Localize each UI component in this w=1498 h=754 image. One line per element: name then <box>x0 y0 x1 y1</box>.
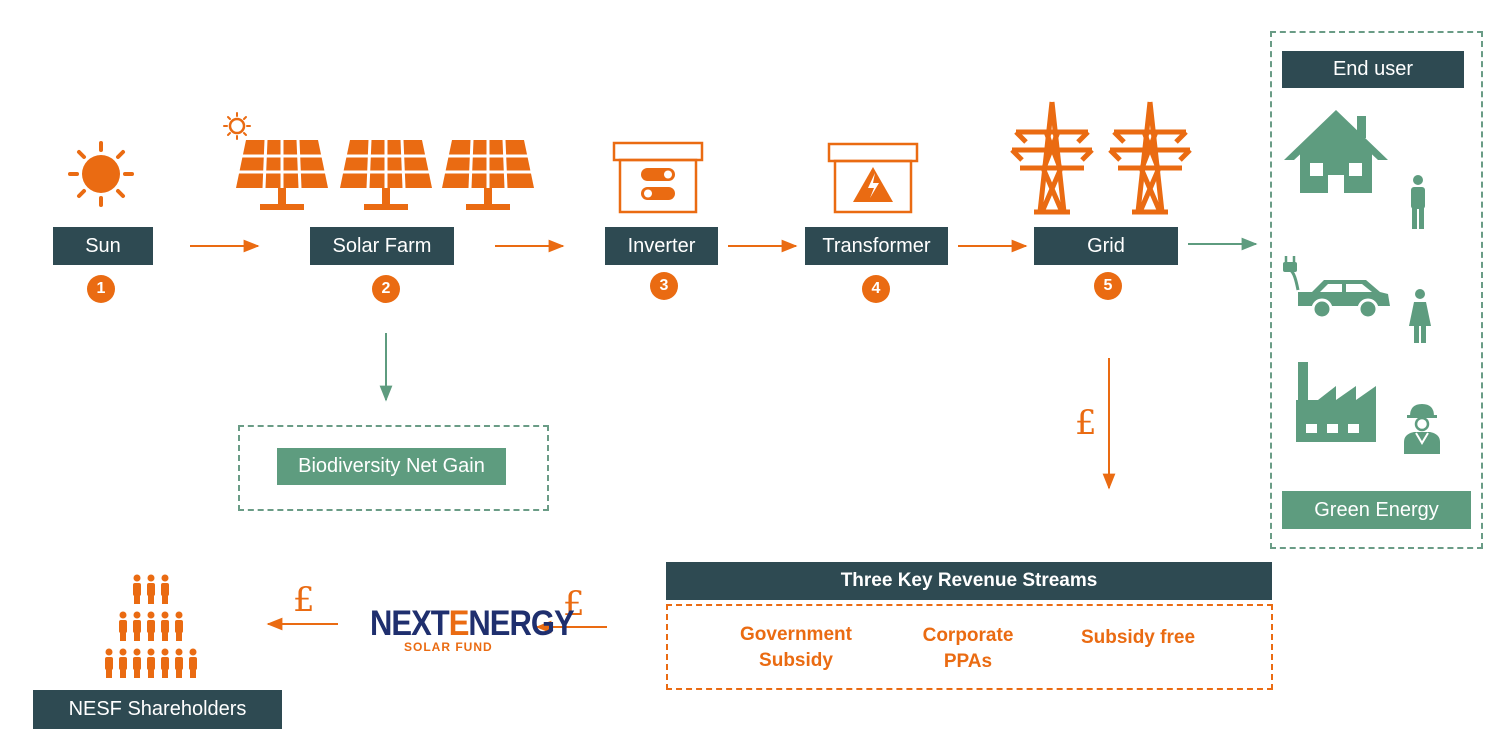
sun-label: Sun <box>53 227 153 265</box>
worker-icon <box>1404 404 1440 454</box>
pound-symbol-fund: £ <box>293 580 315 620</box>
woman-icon <box>1409 289 1431 343</box>
logo-text-e: E <box>448 602 470 643</box>
electric-car-icon <box>1283 256 1390 320</box>
pound-symbol-grid: £ <box>1075 403 1097 443</box>
revenue-stream-subsidy-free: Subsidy free <box>1056 625 1220 651</box>
biodiversity-frame <box>238 425 549 511</box>
logo-tagline: SOLAR FUND <box>404 640 493 654</box>
end-user-title: End user <box>1282 51 1464 88</box>
revenue-stream-line: Subsidy free <box>1080 627 1196 648</box>
green-energy-label: Green Energy <box>1282 491 1471 529</box>
end-user-frame <box>1270 31 1483 549</box>
shareholders-label: NESF Shareholders <box>33 690 282 729</box>
step-number-4: 4 <box>862 275 890 303</box>
pound-symbol-revenue: £ <box>563 584 585 624</box>
revenue-stream-line: Corporate <box>922 625 1014 646</box>
pylon-icon <box>1012 102 1190 212</box>
solar-panel-icon <box>234 138 536 212</box>
inverter-icon <box>612 141 704 214</box>
solar-farm-label: Solar Farm <box>310 227 454 265</box>
logo-text-next: NEXT <box>370 602 450 643</box>
house-icon <box>1284 110 1388 193</box>
revenue-stream-line: Subsidy <box>759 650 833 671</box>
small-sun-icon <box>223 112 251 140</box>
inverter-label: Inverter <box>605 227 718 265</box>
transformer-icon <box>827 142 919 214</box>
factory-icon <box>1296 362 1376 442</box>
biodiversity-label: Biodiversity Net Gain <box>277 448 506 485</box>
revenue-stream-corporate: Corporate PPAs <box>888 623 1048 675</box>
sun-icon <box>68 141 134 207</box>
logo-text-nergy: NERGY <box>468 602 574 643</box>
grid-label: Grid <box>1034 227 1178 265</box>
step-number-5: 5 <box>1094 272 1122 300</box>
revenue-frame <box>666 604 1273 690</box>
revenue-stream-line: Government <box>740 624 852 645</box>
transformer-label: Transformer <box>805 227 948 265</box>
step-number-3: 3 <box>650 272 678 300</box>
step-number-1: 1 <box>87 275 115 303</box>
people-pyramid-icon <box>105 574 197 678</box>
revenue-stream-government: Government Subsidy <box>716 622 876 674</box>
revenue-title: Three Key Revenue Streams <box>666 562 1272 600</box>
step-number-2: 2 <box>372 275 400 303</box>
revenue-stream-line: PPAs <box>943 651 993 672</box>
